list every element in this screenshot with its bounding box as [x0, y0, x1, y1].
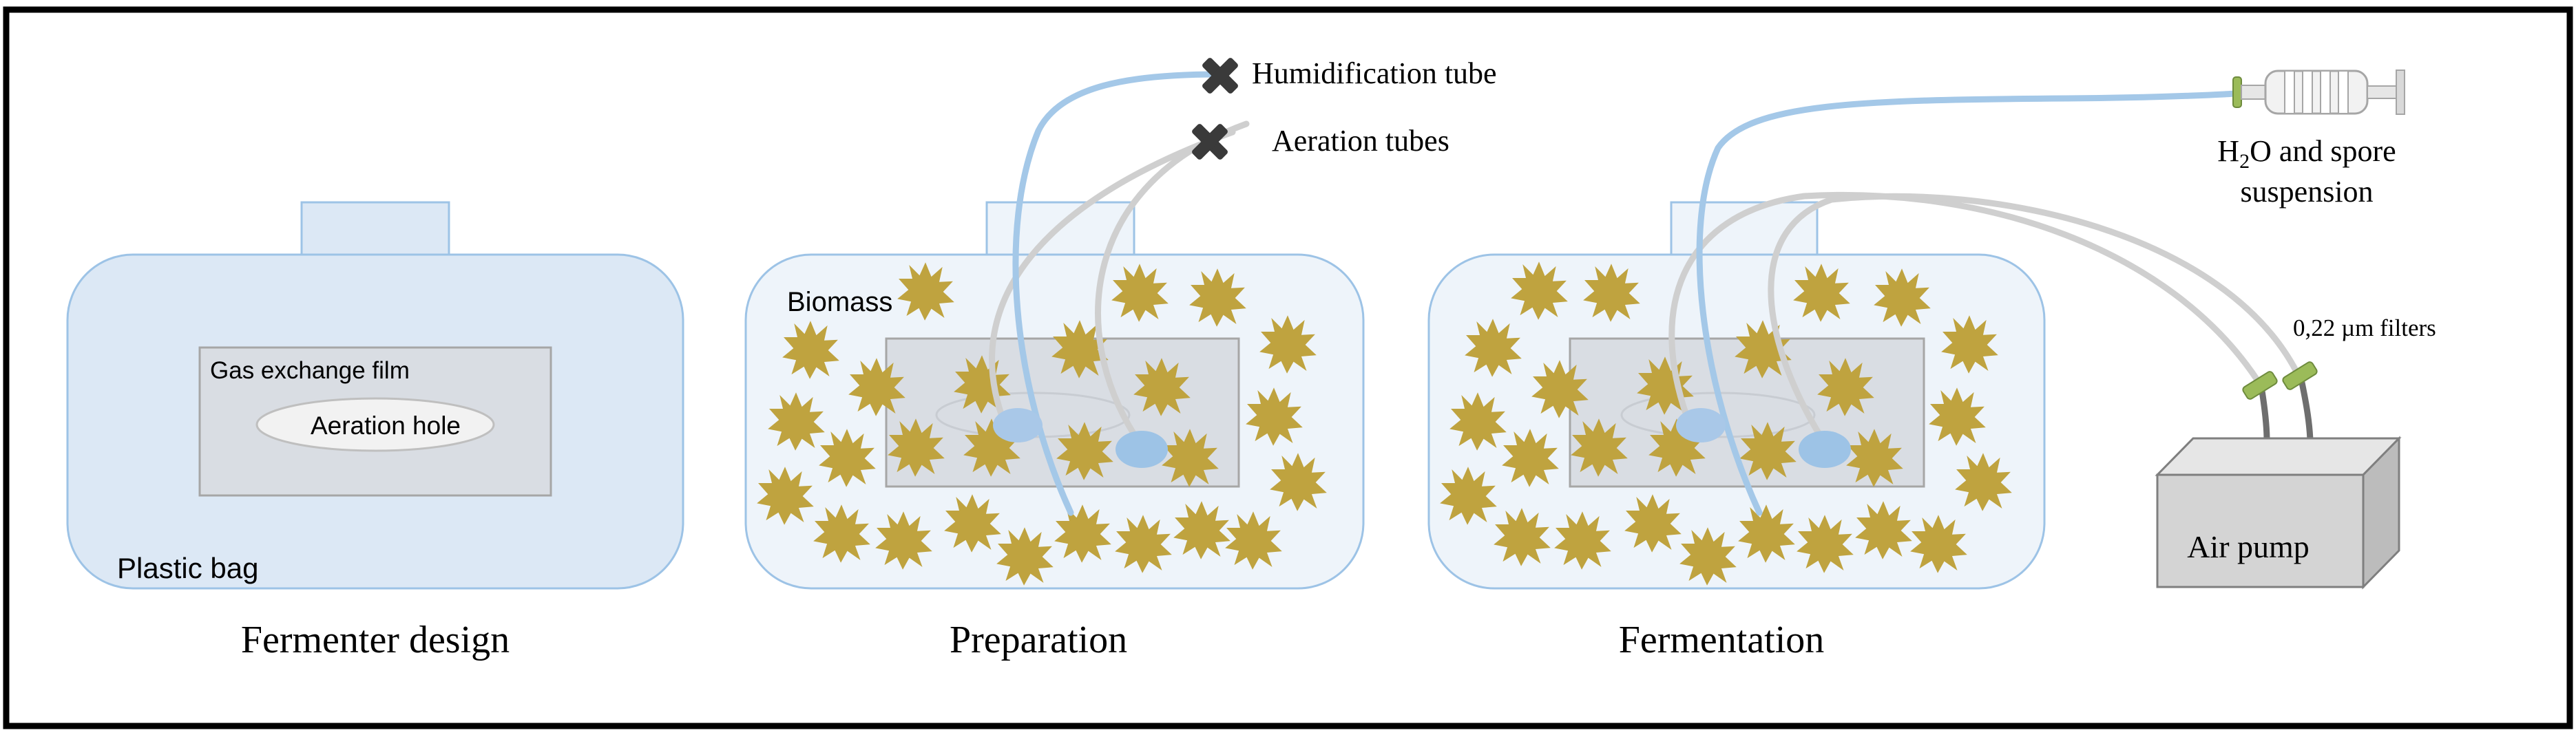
aeration-tube-outlet: [1676, 408, 1726, 442]
gas-exchange-film-label: Gas exchange film: [210, 357, 410, 384]
bag-top-port: [300, 201, 450, 257]
pump-connector-tube: [2298, 379, 2314, 444]
preparation-caption: Preparation: [950, 619, 1127, 661]
air-pump-front: [2156, 473, 2365, 588]
syringe-icon: [2232, 70, 2405, 115]
aeration-tube: [1095, 120, 1250, 441]
bag-top-port: [1670, 201, 1819, 257]
fermenter-design-panel: Gas exchange film Aeration hole Plastic …: [66, 201, 684, 661]
aeration-hole-label: Aeration hole: [311, 412, 461, 440]
syringe-label-h: H: [2217, 134, 2239, 168]
aeration-tube-outlet: [1116, 431, 1168, 468]
aeration-tube: [1768, 193, 2300, 441]
x-icon: [1202, 58, 1238, 94]
preparation-panel: Biomass Humidification tube Aeration tub…: [744, 56, 1497, 661]
fermenter-design-caption: Fermenter design: [241, 619, 510, 661]
aeration-tubes-label: Aeration tubes: [1272, 124, 1449, 158]
biomass-label: Biomass: [787, 287, 892, 317]
air-pump-icon: [2155, 436, 2402, 590]
fermentation-panel: H2O and spore suspension 0,22 µm filters…: [1427, 70, 2436, 661]
air-pump-label: Air pump: [2187, 529, 2310, 564]
humidification-tube: [1012, 71, 1222, 516]
plastic-bag-label: Plastic bag: [117, 552, 258, 584]
aeration-tube: [989, 129, 1236, 429]
syringe-label-subscript: 2: [2239, 150, 2250, 173]
humidification-tube: [1696, 90, 2238, 516]
aeration-tube: [1668, 191, 2261, 430]
x-icon: [1192, 124, 1228, 160]
fermentation-caption: Fermentation: [1619, 619, 1825, 661]
syringe-label-line2: suspension: [2240, 175, 2373, 209]
aeration-hole: [255, 397, 495, 452]
air-pump-top: [2155, 437, 2402, 476]
syringe-label-line1: H2O and spore: [2217, 134, 2396, 173]
aeration-tube-outlet: [1799, 431, 1851, 468]
aeration-tube-outlet: [993, 408, 1043, 442]
syringe-label-rest: O and spore: [2250, 134, 2396, 168]
filter-icon: [2242, 371, 2278, 400]
filters-label: 0,22 µm filters: [2293, 314, 2436, 341]
pump-connector-tube: [2259, 387, 2270, 444]
humidification-tube-label: Humidification tube: [1252, 56, 1497, 90]
filter-icon: [2282, 361, 2318, 390]
